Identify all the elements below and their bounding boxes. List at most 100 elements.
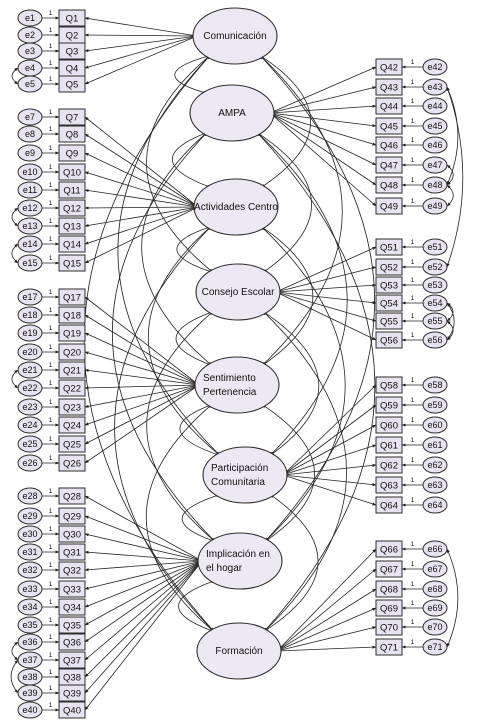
indicator-label: Q56 [380,336,398,347]
loading-arrow [276,588,377,652]
fixed-weight-label: 1 [49,218,53,225]
error-label: e24 [22,420,37,430]
fixed-weight-label: 1 [49,126,53,133]
error-term-e4: e4 [17,59,43,77]
loading-arrow [84,384,200,464]
indicator-q71: Q71 [375,638,403,656]
indicator-label: Q18 [63,311,81,322]
fixed-weight-label: 1 [49,109,53,116]
error-term-e49: e49 [422,197,448,215]
error-label: e60 [427,420,442,430]
error-term-e68: e68 [422,580,448,598]
indicator-q1: Q1 [58,9,86,27]
error-term-e25: e25 [17,435,43,453]
error-term-e53: e53 [422,276,448,294]
loading-arrow [276,626,377,652]
error-label: e68 [427,584,442,594]
fixed-weight-label: 1 [411,239,415,246]
latent-label: Comunitaria [211,477,265,488]
fixed-weight-label: 1 [411,497,415,504]
fixed-weight-label: 1 [49,27,53,34]
indicator-q20: Q20 [58,343,86,361]
error-term-e46: e46 [422,136,448,154]
error-covariance-arrow [10,659,19,694]
error-term-e44: e44 [422,97,448,115]
fixed-weight-label: 1 [49,164,53,171]
indicator-label: Q64 [380,501,398,512]
indicator-q37: Q37 [58,651,86,669]
fixed-weight-label: 1 [49,488,53,495]
error-term-e5: e5 [17,75,43,93]
fixed-weight-label: 1 [49,399,53,406]
fixed-weight-label: 1 [49,182,53,189]
error-label: e48 [427,180,442,190]
latent-factor-act: Actividades Centro [193,178,279,236]
indicator-label: Q55 [380,317,398,328]
latent-label: Pertenencia [203,387,257,398]
fixed-weight-label: 1 [49,526,53,533]
indicator-label: Q44 [380,102,398,113]
factor-covariance-arrow [261,404,315,542]
indicator-label: Q21 [63,366,81,377]
indicator-q49: Q49 [375,197,403,215]
error-covariance-arrow [446,86,459,186]
indicator-label: Q66 [380,545,398,556]
error-label: e23 [22,402,37,412]
indicator-q2: Q2 [58,26,86,44]
latent-label: Participación [211,463,268,474]
indicator-q56: Q56 [375,331,403,349]
factor-covariance-arrow [260,226,346,542]
loading-arrow [84,560,203,626]
factor-covariance-arrow [259,55,311,188]
indicator-q59: Q59 [375,396,403,414]
error-label: e36 [22,637,37,647]
indicator-label: Q32 [63,566,81,577]
indicator-q21: Q21 [58,361,86,379]
indicator-q70: Q70 [375,618,403,636]
factor-covariance-arrow [146,311,216,542]
error-term-e48: e48 [422,176,448,194]
factor-covariance-arrow [256,132,348,456]
loading-arrow [282,424,377,476]
loading-arrow [275,291,377,341]
indicator-q23: Q23 [58,398,86,416]
indicator-label: Q36 [63,638,81,649]
fixed-weight-label: 1 [411,332,415,339]
indicator-q38: Q38 [58,668,86,686]
error-term-e22: e22 [17,379,43,397]
indicator-label: Q42 [380,63,398,74]
factor-covariance-arrow [174,55,211,94]
indicator-label: Q52 [380,263,398,274]
factor-covariance-arrow [181,494,221,542]
fixed-weight-label: 1 [49,455,53,462]
indicator-label: Q11 [63,186,80,197]
fixed-weight-label: 1 [411,639,415,646]
indicator-label: Q34 [63,603,81,614]
error-label: e67 [427,564,442,574]
error-label: e4 [25,63,35,73]
indicator-q29: Q29 [58,507,86,525]
indicator-label: Q22 [63,384,81,395]
error-label: e56 [427,335,442,345]
error-term-e60: e60 [422,416,448,434]
indicator-q62: Q62 [375,456,403,474]
loading-arrow [84,560,203,643]
error-term-e64: e64 [422,496,448,514]
error-label: e63 [427,480,442,490]
loading-arrow [84,368,200,386]
indicator-label: Q46 [380,141,398,152]
error-label: e18 [22,310,37,320]
indicator-label: Q62 [380,461,398,472]
factor-covariance-arrow [262,311,320,456]
loading-arrow [84,560,203,661]
indicator-label: Q48 [380,181,398,192]
error-label: e69 [427,603,442,613]
error-label: e12 [22,203,37,213]
loading-arrow [84,171,199,208]
loading-arrow [269,112,377,128]
fixed-weight-label: 1 [49,236,53,243]
fixed-weight-label: 1 [411,137,415,144]
error-label: e33 [22,584,37,594]
latent-label: AMPA [218,108,246,119]
